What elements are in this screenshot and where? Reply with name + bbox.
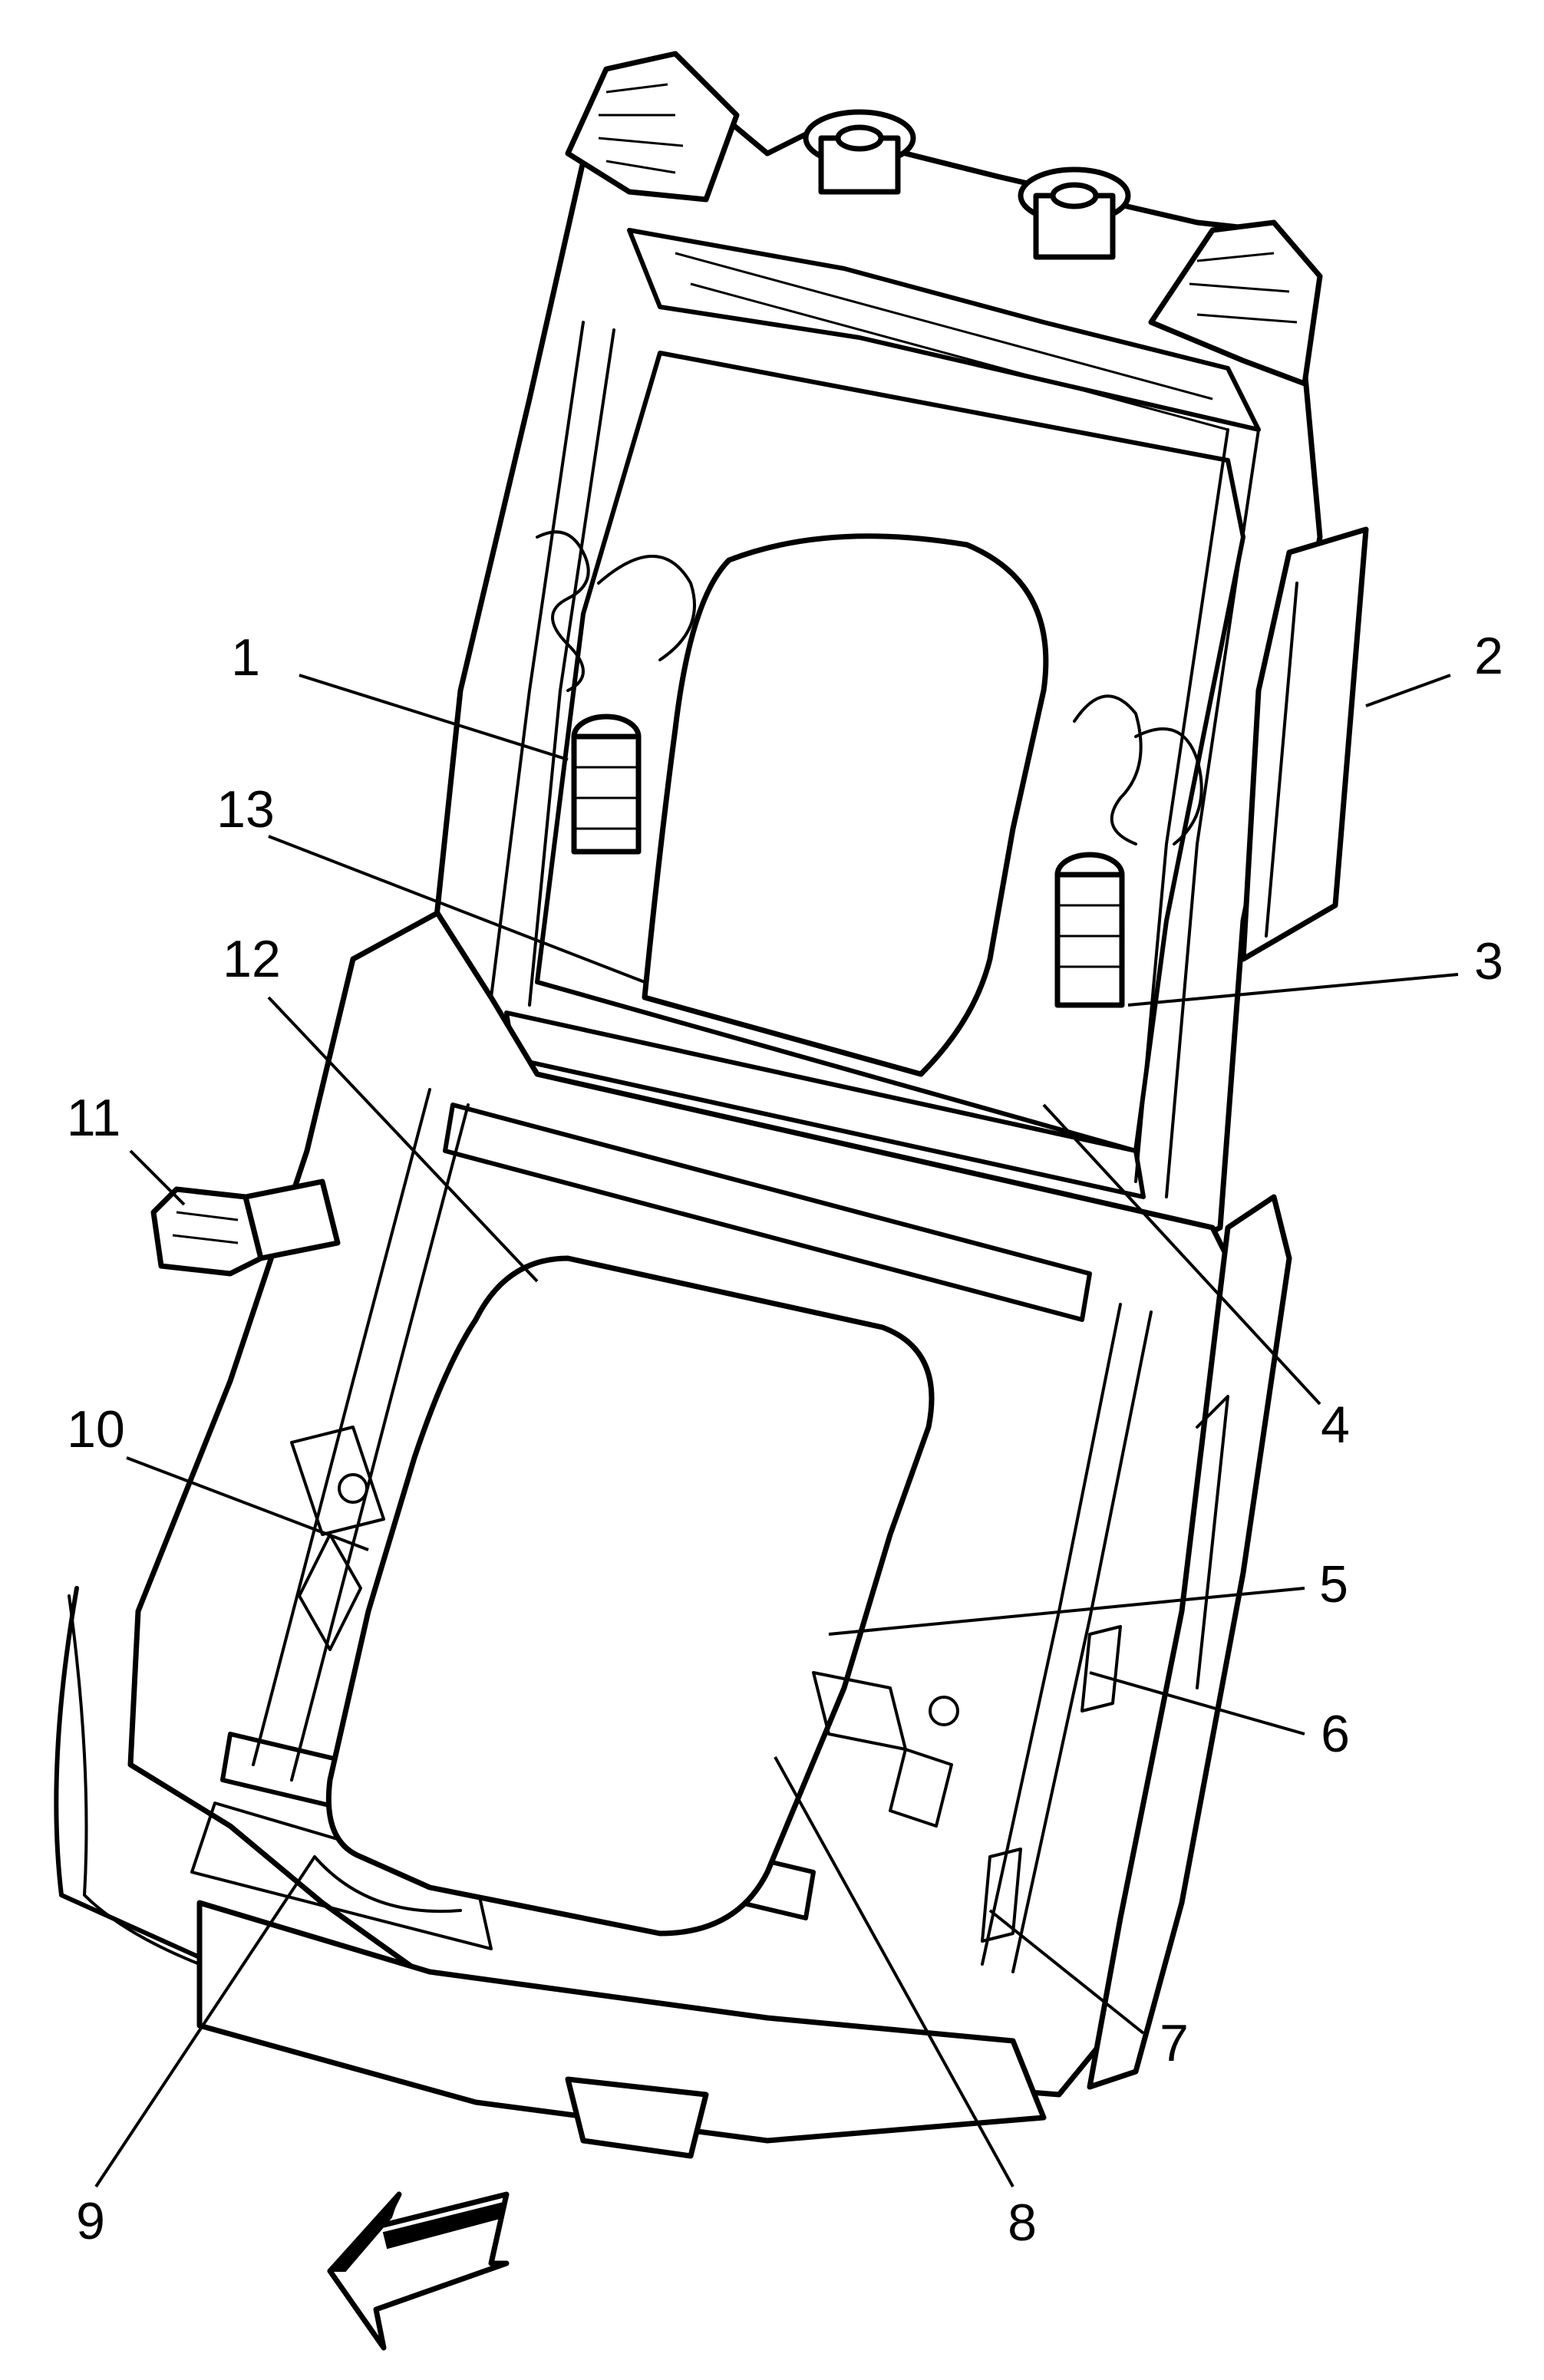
callout-6: 6 [1321,1705,1350,1763]
callout-2: 2 [1474,627,1503,685]
callout-11: 11 [67,1089,121,1147]
front-direction-arrow-icon [327,2191,510,2351]
callout-12: 12 [223,930,281,988]
back-actuator-right [1054,852,1125,1008]
callout-1: 1 [231,628,260,687]
leader-5 [828,1587,1305,1636]
leader-12 [267,996,539,1283]
leader-9 [94,1855,316,2188]
callout-10: 10 [67,1400,125,1459]
left-track-mechanism [290,1426,385,1651]
right-track-mechanism [812,1625,1122,1943]
seat-belt-buckle [150,1178,341,1277]
headrest-guide-right [1018,166,1131,260]
leader-lines [94,674,1459,2188]
callout-5: 5 [1319,1555,1348,1614]
callout-8: 8 [1008,2194,1037,2252]
callout-4: 4 [1321,1396,1350,1454]
leader-4 [1042,1103,1321,1406]
callout-7: 7 [1160,2014,1189,2072]
side-module-box [1240,526,1369,962]
leader-10 [126,1456,369,1551]
seat-back-pad [642,533,1049,1077]
leader-1 [299,674,569,761]
callout-13: 13 [216,780,275,839]
callout-labels: 1 2 3 4 5 6 7 8 9 10 11 12 13 [67,627,1503,2252]
leader-6 [1089,1671,1305,1736]
leader-7 [988,1909,1145,2035]
leader-3 [1127,973,1459,1007]
headrest-guide-left [803,109,916,195]
leader-2 [1365,674,1451,707]
leader-11 [129,1149,186,1206]
back-actuator-left [571,714,642,855]
callout-9: 9 [76,2192,105,2250]
callout-3: 3 [1474,932,1503,991]
leader-8 [774,1756,1014,2187]
leader-13 [268,835,645,984]
